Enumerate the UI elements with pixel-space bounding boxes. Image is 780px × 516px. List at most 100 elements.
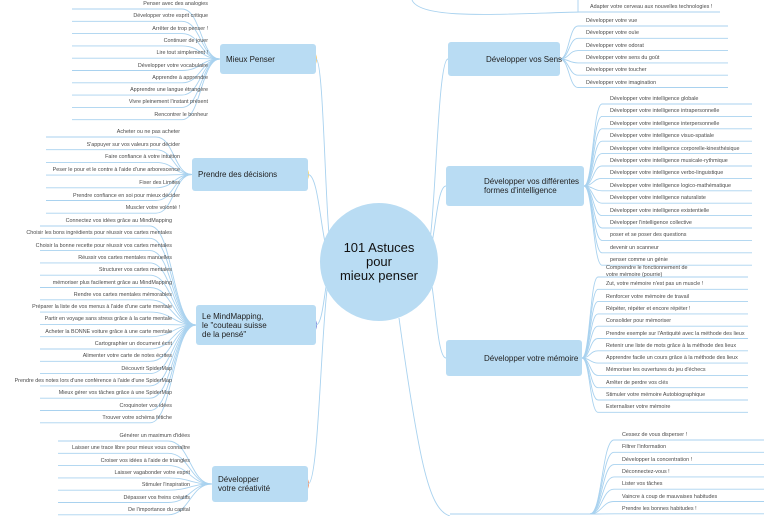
- topic-leaf[interactable]: Développer votre intelligence intraperso…: [610, 108, 720, 115]
- topic-leaf[interactable]: Cessez de vous disperser !: [622, 432, 688, 438]
- topic-leaf[interactable]: Développer votre intelligence logico-mat…: [610, 182, 732, 189]
- topic-leaf[interactable]: Muscler votre volonté !: [125, 205, 180, 212]
- topic-leaf[interactable]: Développer votre sens du goût: [586, 54, 660, 61]
- topic-leaf[interactable]: Répéter, répéter et encore répéter !: [606, 305, 691, 312]
- topic-leaf[interactable]: Prendre confiance en soi pour mieux déci…: [73, 192, 180, 199]
- topic-leaf[interactable]: Laisser une trace libre pour mieux vous …: [71, 445, 190, 452]
- topic-leaf[interactable]: Choisir la bonne recette pour réussir vo…: [35, 242, 172, 249]
- topic-leaf[interactable]: Mieux gérer vos tâches grâce à une Spide…: [58, 390, 172, 397]
- central-topic[interactable]: 101 Astuces pour mieux penser: [320, 203, 438, 321]
- topic-leaf[interactable]: Générer un maximum d'idées: [119, 433, 190, 439]
- topic-leaf[interactable]: Croiser vos idées à l'aide de triangles: [100, 457, 190, 464]
- topic-leaf[interactable]: Découvrir SpiderMap: [121, 365, 172, 372]
- topic-leaf[interactable]: Laisser vagabonder votre esprit: [114, 469, 190, 476]
- leaf-connector: [40, 324, 197, 424]
- topic-leaf[interactable]: Développer votre intelligence visuo-spat…: [610, 133, 714, 140]
- branch-mieux-penser[interactable]: Mieux Penser: [220, 44, 316, 74]
- topic-leaf[interactable]: Choisir les bons ingrédients pour réussi…: [26, 230, 172, 237]
- leaf-connector: [72, 8, 221, 60]
- topic-leaf[interactable]: Apprendre à apprendre: [152, 74, 208, 81]
- topic-leaf[interactable]: Développer votre intelligence interperso…: [610, 120, 720, 127]
- topic-leaf[interactable]: Développer votre vocabulaire: [137, 62, 208, 69]
- topic-leaf[interactable]: Développer votre toucher: [586, 67, 647, 74]
- leaf-connector: [46, 149, 193, 175]
- topic-leaf[interactable]: Dépasser vos freins créatifs: [123, 494, 190, 501]
- central-title-line: mieux penser: [339, 268, 419, 283]
- topic-leaf[interactable]: Acheter la BONNE voiture grâce à une car…: [45, 328, 172, 335]
- topic-leaf[interactable]: Lister vos tâches: [622, 481, 663, 488]
- topic-leaf[interactable]: Apprendre une langue étrangère: [130, 87, 208, 94]
- topic-leaf[interactable]: Cartographier un document écrit: [94, 341, 172, 347]
- topic-leaf[interactable]: Développer votre intelligence naturalist…: [610, 195, 706, 202]
- topic-leaf[interactable]: mémoriser plus facilement grâce au MindM…: [52, 279, 172, 286]
- topic-leaf[interactable]: Développer votre intelligence musicale-r…: [610, 158, 728, 164]
- topic-leaf[interactable]: Apprendre facile un cours grâce à la mét…: [606, 355, 738, 362]
- branch-decisions[interactable]: Prendre des décisions: [192, 158, 308, 191]
- topic-leaf[interactable]: Acheter ou ne pas acheter: [116, 129, 180, 135]
- topic-leaf[interactable]: Renforcer votre mémoire de travail: [606, 293, 689, 300]
- topic-leaf[interactable]: poser et se poser des questions: [610, 232, 687, 239]
- topic-leaf[interactable]: devenir un scanneur: [610, 244, 659, 251]
- topic-leaf[interactable]: Développer votre vue: [586, 18, 638, 24]
- leaf-connector: [559, 58, 728, 88]
- topic-leaf[interactable]: Structurer vos cartes mentales: [98, 267, 172, 274]
- topic-leaf[interactable]: Préparer la liste de vos menus à l'aide …: [32, 304, 172, 311]
- leaf-connector: [46, 174, 193, 176]
- topic-leaf[interactable]: Développer votre intelligence verbo-ling…: [610, 170, 724, 177]
- topic-leaf[interactable]: Prendre des notes lors d'une conférence …: [14, 377, 172, 384]
- topic-leaf[interactable]: Développer votre ouïe: [586, 30, 640, 37]
- topic-leaf[interactable]: Alimenter votre carte de notes écrites: [82, 353, 172, 360]
- topic-leaf[interactable]: Externaliser votre mémoire: [606, 404, 671, 411]
- topic-leaf[interactable]: Continuer de jouer: [163, 37, 208, 44]
- topic-leaf[interactable]: Développer la concentration !: [622, 456, 693, 463]
- leaf-connector: [581, 357, 748, 413]
- topic-leaf[interactable]: Rendre vos cartes mentales mémorables: [73, 291, 172, 298]
- topic-leaf[interactable]: Rencontrer le bonheur: [154, 111, 208, 118]
- topic-leaf[interactable]: Prendre exemple sur l'Antiquité avec la …: [606, 330, 745, 337]
- topic-leaf[interactable]: Consolider pour mémoriser: [606, 318, 672, 325]
- topic-leaf[interactable]: S'appuyer sur vos valeurs pour décider: [86, 141, 180, 148]
- central-title-line: pour: [365, 254, 392, 269]
- topic-leaf[interactable]: penser comme un génie: [610, 257, 668, 264]
- branch-memoire[interactable]: Développer votre mémoire: [446, 340, 582, 376]
- topic-leaf[interactable]: Croquinoter vos idées: [119, 402, 172, 409]
- branch-label-line: de la pensé": [202, 329, 247, 339]
- topic-leaf[interactable]: Prendre les bonnes habitudes !: [622, 505, 697, 512]
- topic-leaf[interactable]: Développer votre intelligence corporelle…: [610, 145, 740, 152]
- topic-leaf[interactable]: Réussir vos cartes mentales manuelles: [78, 254, 172, 261]
- topic-leaf[interactable]: Connectez vos idées grâce au MindMapping: [65, 218, 172, 224]
- leaf-connector: [46, 174, 193, 214]
- topic-leaf[interactable]: De l'importance du capital: [128, 506, 190, 513]
- topic-leaf[interactable]: Arrêter de trop penser !: [152, 25, 208, 32]
- topic-leaf[interactable]: Lire tout simplement !: [156, 50, 208, 57]
- branch-sens[interactable]: Développer vos Sens: [448, 42, 562, 76]
- topic-leaf[interactable]: Développer votre imagination: [586, 79, 657, 86]
- topic-leaf[interactable]: Fixer des Limites: [139, 179, 180, 186]
- topic-leaf[interactable]: Stimuler votre mémoire Autobiographique: [606, 392, 706, 398]
- topic-leaf[interactable]: Mémoriser les ouvertures du jeu d'échecs: [606, 367, 706, 374]
- topic-leaf[interactable]: Stimuler l'inspiration: [141, 482, 190, 489]
- topic-leaf[interactable]: Vaincre à coup de mauvaises habitudes: [622, 493, 718, 500]
- topic-leaf[interactable]: Développer votre intelligence globale: [610, 96, 699, 102]
- topic-leaf[interactable]: Déconnectez-vous !: [622, 468, 670, 475]
- topic-leaf[interactable]: Penser avec des analogies: [143, 1, 208, 7]
- topic-leaf[interactable]: Vivre pleinement l'instant présent: [128, 99, 208, 106]
- topic-leaf[interactable]: Comprendre le fonctionnement de votre mé…: [606, 265, 688, 278]
- topic-leaf[interactable]: Arrêter de perdre vos clés: [606, 379, 669, 386]
- topic-leaf[interactable]: Développer votre esprit critique: [133, 13, 208, 20]
- topic-leaf[interactable]: Développer votre intelligence existentie…: [610, 207, 710, 214]
- topic-leaf[interactable]: Filtrer l'information: [622, 444, 667, 451]
- topic-leaf[interactable]: Trouver votre schéma fétiche: [102, 414, 172, 421]
- branch-label-line: Le MindMapping,: [202, 311, 264, 321]
- topic-leaf[interactable]: Faire confiance à votre intuition: [105, 154, 180, 161]
- topic-leaf[interactable]: Partir en voyage sans stress grâce à la …: [44, 316, 172, 323]
- topic-leaf[interactable]: Retenir une liste de mots grâce à la mét…: [606, 342, 737, 349]
- topic-leaf[interactable]: Peser le pour et le contre à l'aide d'un…: [52, 167, 180, 174]
- topic-leaf[interactable]: Développer l'intelligence collective: [610, 220, 692, 226]
- topic-leaf[interactable]: Développer votre odorat: [586, 42, 644, 49]
- topic-leaf[interactable]: Zut, votre mémoire n'est pas un muscle !: [606, 281, 704, 288]
- topic-leaf[interactable]: Adapter votre cerveau aux nouvelles tech…: [590, 4, 713, 10]
